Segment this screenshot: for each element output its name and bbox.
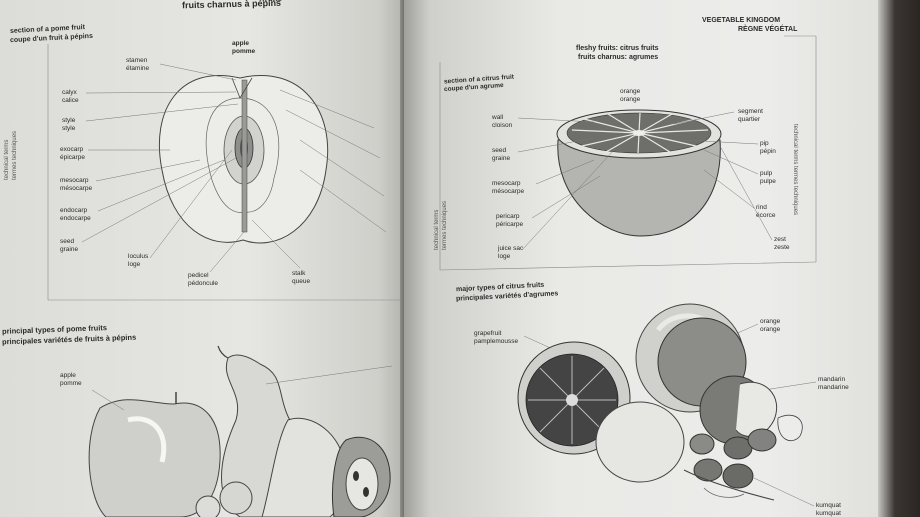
apple-section-drawing [159, 75, 327, 243]
left-page: fruits fruits charnus à pépins section o… [0, 0, 412, 517]
lemon-drawing [596, 402, 684, 482]
page-edge-shadow [878, 0, 920, 517]
right-illustrations [404, 0, 920, 517]
citrus-section-drawing [557, 110, 721, 236]
kumquat-drawing [684, 429, 776, 500]
left-illustrations [0, 0, 412, 517]
apple-whole-drawing [89, 390, 220, 517]
right-page: VEGETABLE KINGDOM RÈGNE VÉGÉTAL fleshy f… [404, 0, 920, 517]
cut-fruit-drawing [333, 437, 391, 517]
